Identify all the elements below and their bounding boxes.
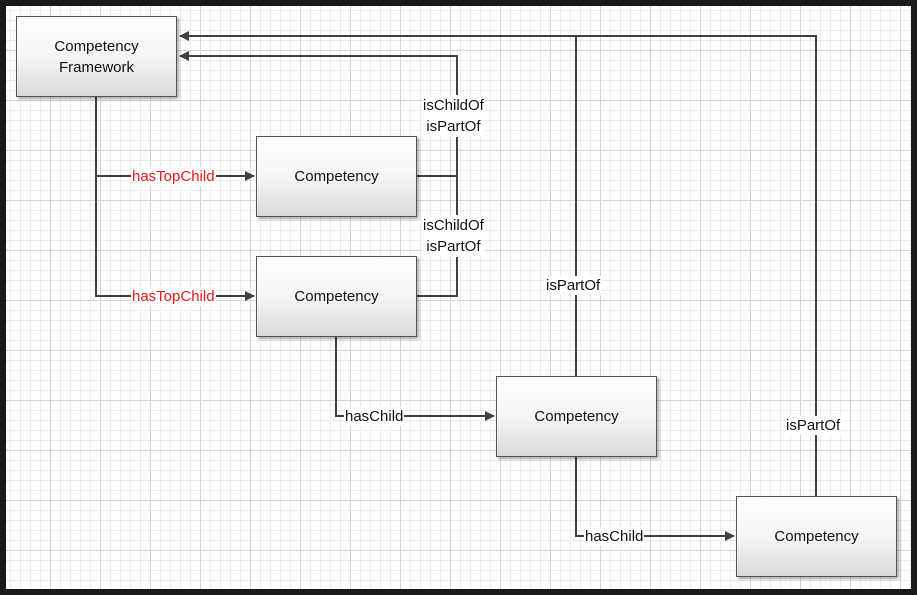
edge-has-child-2 [575, 457, 735, 541]
edge-has-top-child-1 [95, 97, 255, 181]
edge-is-part-of-2 [179, 31, 817, 496]
edge-label-has-child-2: hasChild [584, 527, 645, 546]
edge-has-top-child-2 [95, 176, 255, 301]
competency-node-3[interactable]: Competency [496, 376, 657, 457]
diagram-canvas: Competency Framework Competency Competen… [6, 6, 911, 589]
edge-label-is-part-of-2: isPartOf [785, 416, 842, 435]
competency-node-1[interactable]: Competency [256, 136, 417, 217]
edge-label-has-child-1: hasChild [344, 407, 405, 426]
competency-framework-node[interactable]: Competency Framework [16, 16, 177, 97]
competency-node-4[interactable]: Competency [736, 496, 897, 577]
edge-label-has-top-child-1: hasTopChild [131, 167, 216, 186]
edge-label-has-top-child-2: hasTopChild [131, 287, 216, 306]
edge-label-is-child-of-part-of-1: isChildOf isPartOf [422, 95, 485, 137]
edge-label-is-part-of-1: isPartOf [545, 276, 602, 295]
edge-label-is-child-of-part-of-2: isChildOf isPartOf [422, 215, 485, 257]
edge-has-child-1 [335, 337, 495, 421]
competency-node-2[interactable]: Competency [256, 256, 417, 337]
